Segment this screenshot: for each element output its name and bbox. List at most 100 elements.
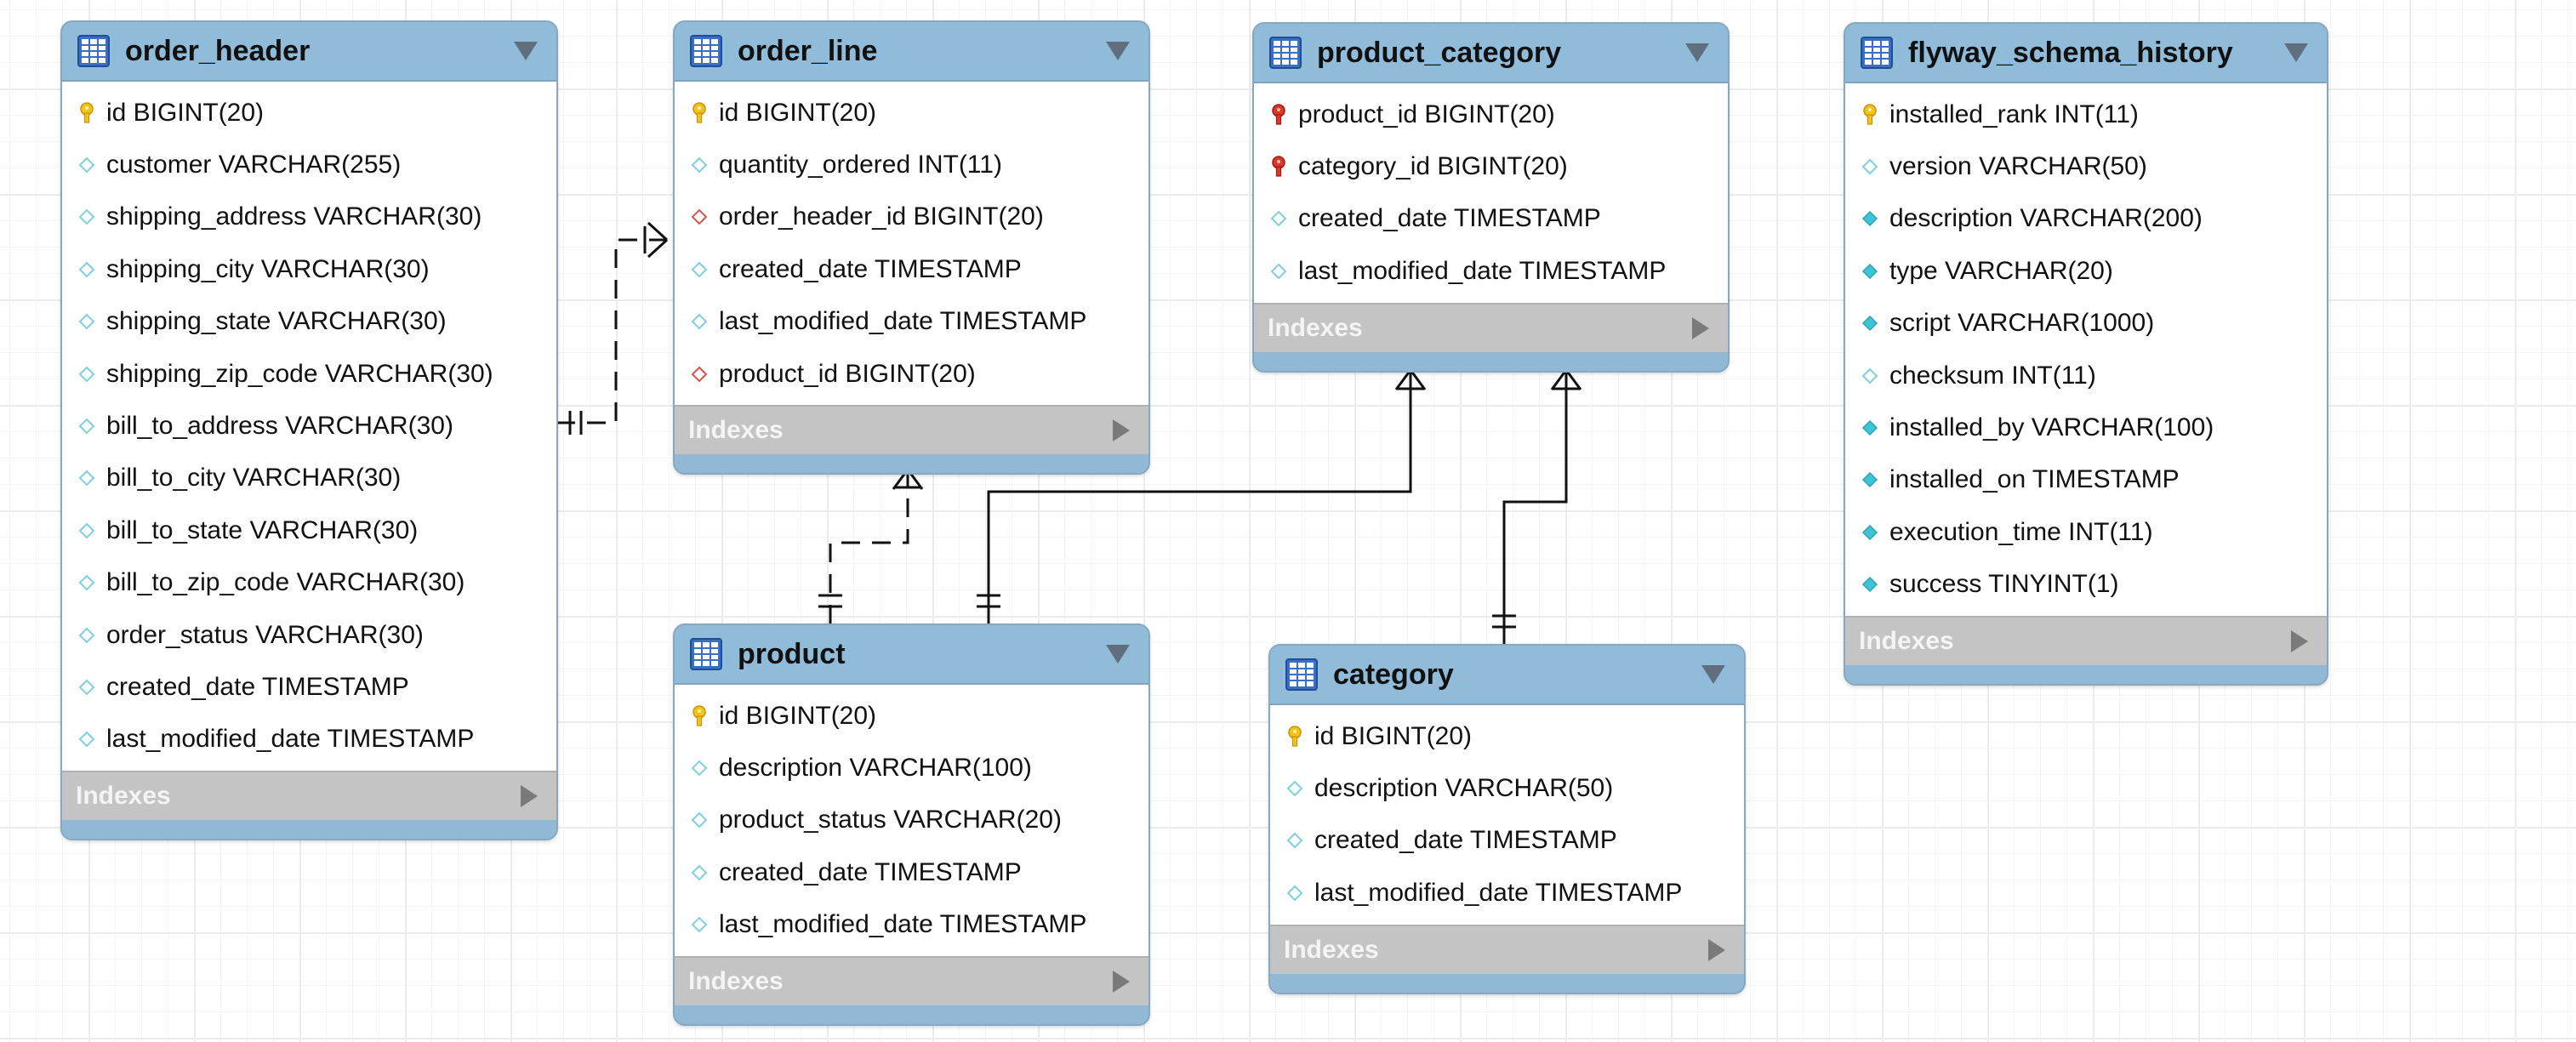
column-row[interactable]: script VARCHAR(1000) — [1845, 298, 2327, 350]
column-row[interactable]: execution_time INT(11) — [1845, 506, 2327, 558]
column-row[interactable]: shipping_zip_code VARCHAR(30) — [62, 348, 556, 400]
column-row[interactable]: bill_to_city VARCHAR(30) — [62, 453, 556, 504]
key-icon — [1861, 103, 1879, 126]
indexes-label: Indexes — [76, 782, 171, 811]
table-columns: product_id BIGINT(20)category_id BIGINT(… — [1254, 83, 1728, 303]
column-row[interactable]: created_date TIMESTAMP — [675, 243, 1148, 295]
column-row[interactable]: checksum INT(11) — [1845, 350, 2327, 401]
relationship-order-header-order-line[interactable] — [556, 221, 669, 435]
column-row[interactable]: created_date TIMESTAMP — [62, 661, 556, 713]
table-title: order_line — [738, 34, 878, 67]
table-header[interactable]: category — [1270, 646, 1744, 705]
column-row[interactable]: product_id BIGINT(20) — [1254, 88, 1728, 140]
indexes-section[interactable]: Indexes — [1254, 302, 1728, 352]
column-row[interactable]: quantity_ordered INT(11) — [675, 139, 1148, 191]
table-header[interactable]: product_category — [1254, 24, 1728, 83]
chevron-down-icon[interactable] — [1106, 645, 1130, 663]
chevron-down-icon[interactable] — [1685, 43, 1709, 62]
chevron-down-icon[interactable] — [2284, 43, 2308, 62]
hollow-diamond-icon — [77, 154, 96, 176]
column-row[interactable]: installed_on TIMESTAMP — [1845, 454, 2327, 506]
table-grid-icon — [77, 35, 110, 67]
column-label: shipping_state VARCHAR(30) — [106, 307, 447, 336]
column-row[interactable]: last_modified_date TIMESTAMP — [675, 899, 1148, 951]
column-row[interactable]: shipping_city VARCHAR(30) — [62, 243, 556, 295]
arrow-right-icon[interactable] — [1692, 316, 1709, 339]
hollow-diamond-icon — [690, 259, 709, 281]
column-row[interactable]: created_date TIMESTAMP — [1254, 193, 1728, 245]
column-row[interactable]: order_header_id BIGINT(20) — [675, 191, 1148, 243]
table-footer — [1845, 664, 2327, 684]
column-row[interactable]: customer VARCHAR(255) — [62, 139, 556, 191]
arrow-right-icon[interactable] — [521, 785, 538, 808]
column-row[interactable]: success TINYINT(1) — [1845, 559, 2327, 611]
column-row[interactable]: description VARCHAR(100) — [675, 742, 1148, 794]
column-label: bill_to_address VARCHAR(30) — [106, 412, 453, 441]
hollow-diamond-icon — [77, 676, 96, 698]
chevron-down-icon[interactable] — [1701, 665, 1725, 684]
column-label: installed_by VARCHAR(100) — [1889, 413, 2214, 442]
hollow-diamond-icon — [77, 624, 96, 646]
column-row[interactable]: last_modified_date TIMESTAMP — [62, 714, 556, 766]
column-row[interactable]: last_modified_date TIMESTAMP — [1254, 245, 1728, 297]
column-row[interactable]: created_date TIMESTAMP — [1270, 815, 1744, 867]
column-row[interactable]: id BIGINT(20) — [675, 87, 1148, 139]
column-label: description VARCHAR(200) — [1889, 204, 2203, 233]
column-row[interactable]: id BIGINT(20) — [675, 690, 1148, 742]
column-label: created_date TIMESTAMP — [1298, 204, 1601, 233]
arrow-right-icon[interactable] — [1708, 938, 1725, 961]
column-row[interactable]: installed_by VARCHAR(100) — [1845, 401, 2327, 453]
chevron-down-icon[interactable] — [514, 42, 538, 60]
indexes-section[interactable]: Indexes — [1270, 924, 1744, 974]
column-row[interactable]: last_modified_date TIMESTAMP — [1270, 867, 1744, 919]
column-row[interactable]: version VARCHAR(50) — [1845, 140, 2327, 192]
column-row[interactable]: description VARCHAR(50) — [1270, 762, 1744, 814]
column-row[interactable]: shipping_address VARCHAR(30) — [62, 191, 556, 243]
indexes-section[interactable]: Indexes — [1845, 615, 2327, 665]
column-row[interactable]: order_status VARCHAR(30) — [62, 609, 556, 661]
column-row[interactable]: shipping_state VARCHAR(30) — [62, 296, 556, 348]
table-flyway-schema-history[interactable]: flyway_schema_history installed_rank INT(… — [1844, 22, 2328, 686]
table-header[interactable]: order_line — [675, 22, 1148, 82]
relationship-category-product-category[interactable] — [1492, 362, 1582, 644]
column-row[interactable]: id BIGINT(20) — [1270, 710, 1744, 762]
chevron-down-icon[interactable] — [1106, 42, 1130, 60]
column-label: execution_time INT(11) — [1889, 517, 2153, 546]
column-row[interactable]: last_modified_date TIMESTAMP — [675, 296, 1148, 348]
column-row[interactable]: bill_to_zip_code VARCHAR(30) — [62, 557, 556, 609]
relationship-product-product-category[interactable] — [977, 362, 1427, 623]
column-row[interactable]: bill_to_address VARCHAR(30) — [62, 400, 556, 452]
arrow-right-icon[interactable] — [1113, 970, 1130, 993]
table-columns: id BIGINT(20)customer VARCHAR(255)shippi… — [62, 82, 556, 772]
indexes-section[interactable]: Indexes — [62, 771, 556, 821]
column-row[interactable]: category_id BIGINT(20) — [1254, 140, 1728, 192]
column-row[interactable]: id BIGINT(20) — [62, 87, 556, 139]
column-row[interactable]: installed_rank INT(11) — [1845, 88, 2327, 140]
column-row[interactable]: created_date TIMESTAMP — [675, 846, 1148, 898]
arrow-right-icon[interactable] — [2291, 629, 2308, 652]
table-header[interactable]: product — [675, 625, 1148, 685]
indexes-section[interactable]: Indexes — [675, 405, 1148, 455]
column-row[interactable]: product_status VARCHAR(20) — [675, 794, 1148, 846]
column-row[interactable]: type VARCHAR(20) — [1845, 245, 2327, 297]
indexes-section[interactable]: Indexes — [675, 955, 1148, 1005]
arrow-right-icon[interactable] — [1113, 419, 1130, 442]
table-grid-icon — [690, 35, 722, 67]
column-label: description VARCHAR(100) — [719, 754, 1032, 783]
table-title: flyway_schema_history — [1908, 36, 2233, 69]
column-row[interactable]: product_id BIGINT(20) — [675, 348, 1148, 400]
indexes-label: Indexes — [1268, 313, 1363, 342]
table-header[interactable]: order_header — [62, 22, 556, 82]
table-header[interactable]: flyway_schema_history — [1845, 24, 2327, 83]
column-row[interactable]: bill_to_state VARCHAR(30) — [62, 504, 556, 556]
table-footer — [675, 454, 1148, 474]
column-row[interactable]: description VARCHAR(200) — [1845, 193, 2327, 245]
key-icon — [77, 101, 96, 124]
relationship-product-order-line[interactable] — [818, 461, 924, 623]
